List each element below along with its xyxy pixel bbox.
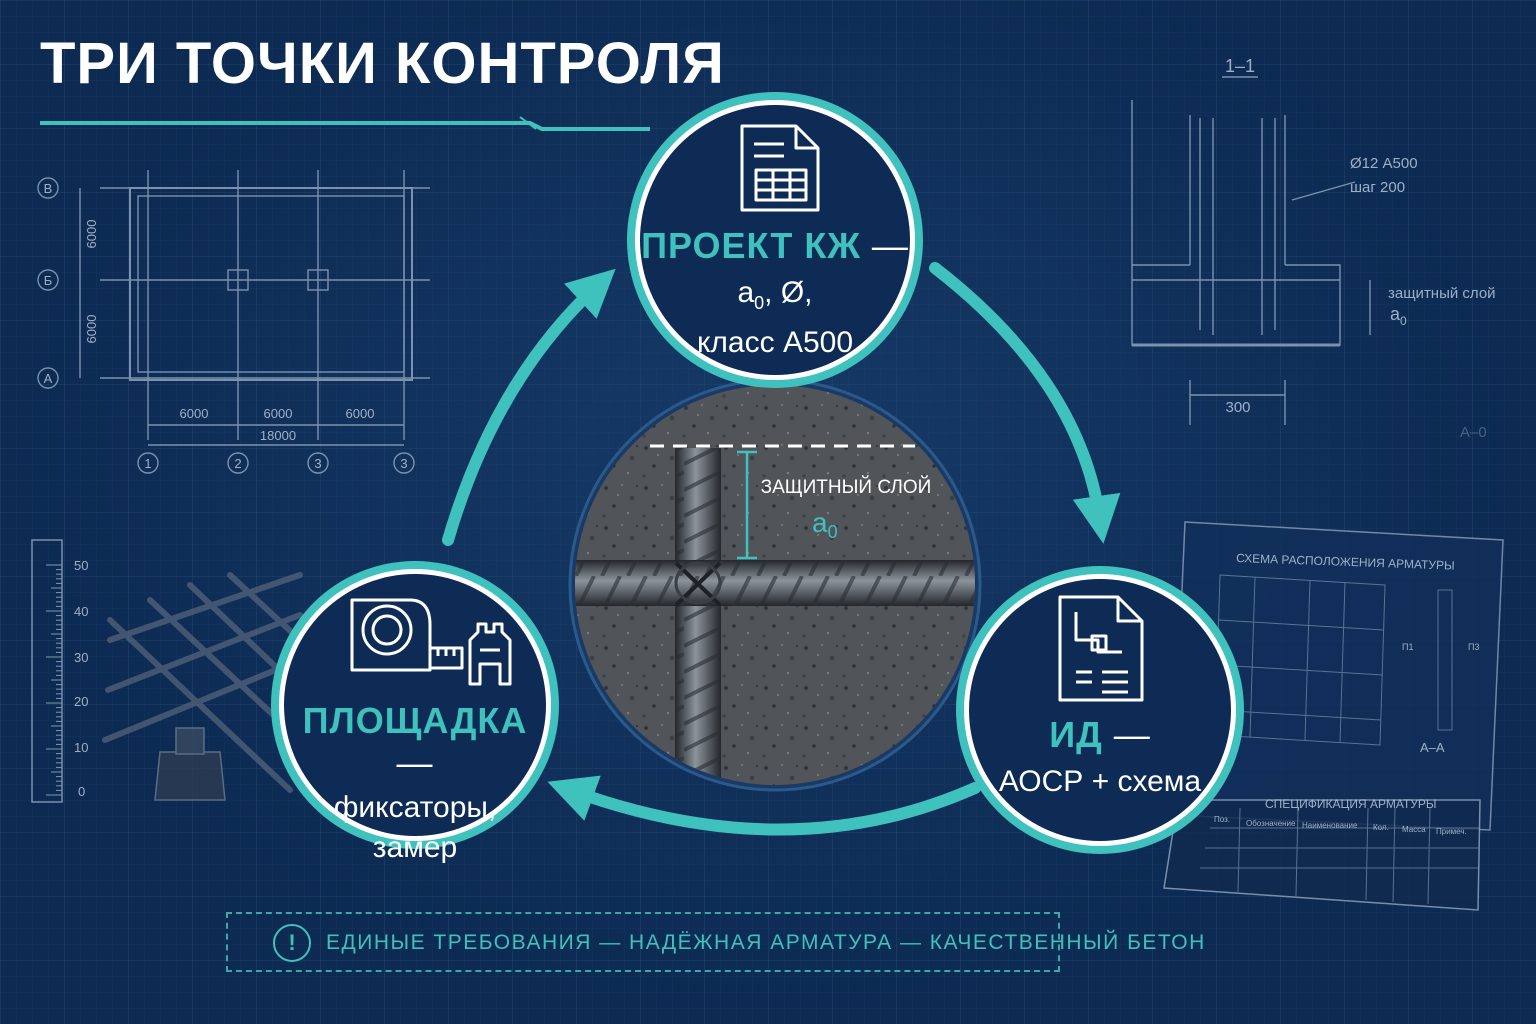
section-width: 300 bbox=[1225, 399, 1250, 416]
spec-col: Примеч. bbox=[1436, 827, 1467, 836]
section-title: 1–1 bbox=[1225, 56, 1255, 76]
node-site-line1: фиксаторы, bbox=[333, 791, 497, 824]
arrow-project-to-docs bbox=[929, 262, 1121, 544]
plan-span-y: 6000 bbox=[84, 220, 99, 249]
section-drawing bbox=[1131, 76, 1371, 425]
ruler-tick-label: 0 bbox=[78, 784, 85, 799]
ruler-tick-label: 30 bbox=[74, 650, 88, 665]
section-corner: А–0 bbox=[1460, 424, 1487, 441]
rebar-chair-icon bbox=[468, 622, 512, 686]
spec-col: Кол. bbox=[1373, 823, 1389, 832]
reinforcement-sheet bbox=[1163, 521, 1504, 911]
section-pitch: шаг 200 bbox=[1350, 179, 1405, 196]
concrete-cover-illustration bbox=[568, 378, 982, 792]
plan-span: 6000 bbox=[180, 406, 209, 421]
banner-text: ЕДИНЫЕ ТРЕБОВАНИЯ — НАДЁЖНАЯ АРМАТУРА — … bbox=[326, 931, 1206, 954]
node-site-line2: замер bbox=[372, 831, 458, 864]
tape-measure-icon bbox=[350, 598, 464, 672]
footer-banner: ! ЕДИНЫЕ ТРЕБОВАНИЯ — НАДЁЖНАЯ АРМАТУРА … bbox=[226, 912, 1204, 972]
node-site-text: ПЛОЩАДКА — фиксаторы, замер bbox=[285, 700, 545, 868]
sheet-tag: П1 bbox=[1402, 642, 1413, 652]
plan-total: 18000 bbox=[260, 428, 296, 443]
node-project-line2: класс А500 bbox=[696, 326, 854, 359]
arrow-site-to-project bbox=[442, 268, 616, 546]
node-docs-line1: АОСР + схема bbox=[998, 765, 1202, 798]
spec-col: Масса bbox=[1402, 825, 1426, 834]
sheet-section: А–А bbox=[1420, 740, 1445, 755]
document-drawing-icon bbox=[1058, 595, 1144, 702]
node-project-text: ПРОЕКТ КЖ — a0, Ø, класс А500 bbox=[640, 225, 910, 363]
ruler-tick-label: 10 bbox=[74, 740, 88, 755]
spec-col: Обозначение bbox=[1246, 819, 1296, 828]
chair-support-illustration bbox=[154, 727, 226, 801]
title-underline bbox=[40, 116, 650, 131]
section-cover-symbol: a0 bbox=[1390, 304, 1407, 328]
node-docs-text: ИД — АОСР + схема bbox=[975, 714, 1225, 802]
document-table-icon bbox=[740, 124, 820, 212]
arrow-docs-to-site bbox=[547, 775, 981, 836]
exclamation-icon: ! bbox=[273, 924, 311, 962]
plan-row-label: Б bbox=[44, 273, 53, 288]
ruler-tick-label: 50 bbox=[74, 558, 88, 573]
plan-row-label: А bbox=[44, 371, 53, 386]
node-docs-heading: ИД — bbox=[1049, 714, 1151, 755]
floor-plan-drawing bbox=[37, 170, 430, 474]
spec-col: Наименование bbox=[1302, 821, 1358, 830]
plan-span: 6000 bbox=[346, 406, 375, 421]
node-site-heading: ПЛОЩАДКА — bbox=[302, 700, 528, 783]
ruler-drawing bbox=[31, 539, 63, 803]
plan-span: 6000 bbox=[264, 406, 293, 421]
plan-col-label: 3 bbox=[400, 456, 407, 471]
ruler-tick-label: 20 bbox=[74, 694, 88, 709]
plan-row-label: В bbox=[44, 181, 53, 196]
cycle-arrows bbox=[442, 262, 1121, 836]
plan-col-label: 1 bbox=[144, 456, 151, 471]
node-docs-circle bbox=[956, 566, 1244, 854]
sheet-tag: П3 bbox=[1468, 642, 1479, 652]
plan-col-label: 3 bbox=[314, 456, 321, 471]
plan-col-label: 2 bbox=[234, 456, 241, 471]
ruler-tick-label: 40 bbox=[74, 604, 88, 619]
section-rebar: Ø12 А500 bbox=[1350, 155, 1418, 172]
plan-span-y: 6000 bbox=[84, 315, 99, 344]
cover-label: ЗАЩИТНЫЙ СЛОЙ bbox=[761, 476, 932, 498]
node-project-circle bbox=[627, 92, 923, 388]
cover-symbol: a0 bbox=[812, 507, 838, 542]
section-cover-label: защитный слой bbox=[1388, 285, 1496, 302]
spec-title: СПЕЦИФИКАЦИЯ АРМАТУРЫ bbox=[1265, 797, 1437, 811]
spec-col: Поз. bbox=[1214, 815, 1230, 824]
page-title: ТРИ ТОЧКИ КОНТРОЛЯ bbox=[40, 31, 725, 96]
node-project-line1: a0, Ø, bbox=[737, 276, 813, 313]
node-project-heading: ПРОЕКТ КЖ — bbox=[641, 225, 909, 266]
